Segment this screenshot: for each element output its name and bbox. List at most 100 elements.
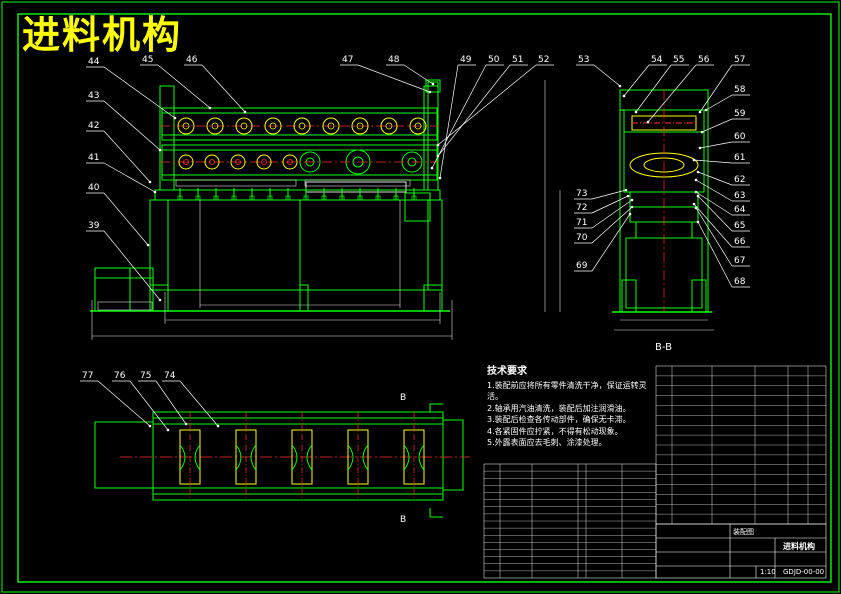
- tech-line: 1.装配前应将所有零件清洗干净，保证运转灵活。: [487, 380, 647, 402]
- leader-line: [701, 118, 733, 133]
- leader-dot: [184, 422, 188, 426]
- leader-line: [439, 64, 459, 179]
- callout-label: 47: [342, 55, 353, 65]
- callout-label: 50: [488, 55, 500, 65]
- leader-dot: [622, 94, 626, 98]
- leader-line: [103, 162, 156, 193]
- leader-line: [593, 64, 621, 87]
- roller: [282, 154, 298, 170]
- callout-label: 62: [734, 175, 745, 185]
- roller: [291, 412, 313, 500]
- bolt: [177, 188, 183, 201]
- callout-label: 69: [576, 261, 588, 271]
- leader-dot: [698, 146, 702, 150]
- roller: [322, 117, 340, 135]
- tech-line: 2.轴承用汽油清洗，装配后加注润滑油。: [487, 403, 631, 413]
- roller: [177, 117, 195, 135]
- front-view: [90, 79, 450, 312]
- scale: 1:10: [760, 568, 776, 576]
- callout-label: 76: [114, 371, 126, 381]
- leader-line: [591, 189, 627, 200]
- callout-label: 72: [576, 203, 587, 213]
- cut-mark-bottom: B: [400, 515, 407, 525]
- leader-dot: [694, 178, 698, 182]
- assembly-label: 装配图: [733, 528, 754, 536]
- leader-line: [201, 64, 246, 113]
- roller: [256, 154, 272, 170]
- tech-line: 3.装配后检查各传动部件，确保无卡滞。: [487, 415, 631, 424]
- bolt: [411, 188, 417, 201]
- leader-dot: [166, 428, 170, 432]
- bolt: [321, 188, 327, 201]
- callout-label: 75: [140, 371, 151, 381]
- callout-label: 43: [88, 91, 99, 101]
- tech-line: 4.各紧固件应拧紧，不得有松动现象。: [487, 426, 623, 436]
- section-label: B-B: [655, 342, 672, 353]
- bolt: [303, 188, 309, 201]
- roller: [293, 117, 311, 135]
- leader-line: [437, 64, 537, 146]
- roller: [347, 412, 369, 500]
- leader-line: [697, 195, 733, 232]
- roller: [380, 117, 398, 135]
- leader-line: [103, 192, 149, 246]
- leader-dot: [630, 198, 634, 202]
- callout-label: 45: [142, 55, 153, 65]
- leader-dot: [148, 424, 152, 428]
- callout-label: 66: [734, 237, 746, 247]
- leader-dot: [628, 212, 632, 216]
- leader-line: [699, 64, 733, 113]
- leader-dot: [646, 120, 650, 124]
- roller: [179, 412, 201, 500]
- bolt: [267, 188, 273, 201]
- drawing-title: 进料机构: [22, 13, 183, 57]
- leader-line: [699, 141, 733, 149]
- callout-label: 73: [576, 189, 587, 199]
- leader-line: [431, 64, 487, 169]
- roller: [178, 154, 194, 170]
- top-view-roller-row: [179, 412, 425, 500]
- leader-dot: [173, 116, 177, 120]
- inner-frame: [17, 13, 832, 583]
- callout-label: 42: [88, 121, 99, 131]
- leader-line: [403, 64, 434, 85]
- leader-line: [623, 64, 650, 97]
- callout-leaders: [80, 64, 750, 432]
- roller: [409, 117, 427, 135]
- callout-label: 52: [538, 55, 549, 65]
- leader-line: [697, 171, 733, 186]
- leader-dot: [626, 194, 630, 198]
- leader-dot: [696, 220, 700, 224]
- callout-label: 53: [578, 55, 589, 65]
- bolt: [357, 188, 363, 201]
- leader-line: [695, 207, 733, 267]
- callout-label: 54: [651, 55, 663, 65]
- title-block: [655, 523, 827, 579]
- leader-line: [179, 380, 219, 427]
- bolt: [339, 188, 345, 201]
- leader-dot: [696, 170, 700, 174]
- callout-label: 46: [186, 55, 198, 65]
- callout-label: 60: [734, 132, 746, 142]
- leader-dot: [431, 82, 435, 86]
- leader-line: [437, 64, 511, 157]
- front-rollers: [160, 125, 438, 163]
- leader-line: [591, 206, 633, 244]
- leader-line: [155, 380, 187, 425]
- leader-dot: [436, 154, 440, 158]
- leader-line: [693, 203, 733, 248]
- leader-line: [591, 213, 631, 272]
- callout-label: 74: [164, 371, 176, 381]
- bolt: [393, 188, 399, 201]
- leader-line: [357, 64, 431, 93]
- callout-label: 77: [82, 371, 93, 381]
- callout-label: 49: [460, 55, 472, 65]
- bolt: [231, 188, 237, 201]
- leader-dot: [158, 148, 162, 152]
- leader-dot: [438, 176, 442, 180]
- roller: [351, 117, 369, 135]
- callout-label: 39: [88, 221, 100, 231]
